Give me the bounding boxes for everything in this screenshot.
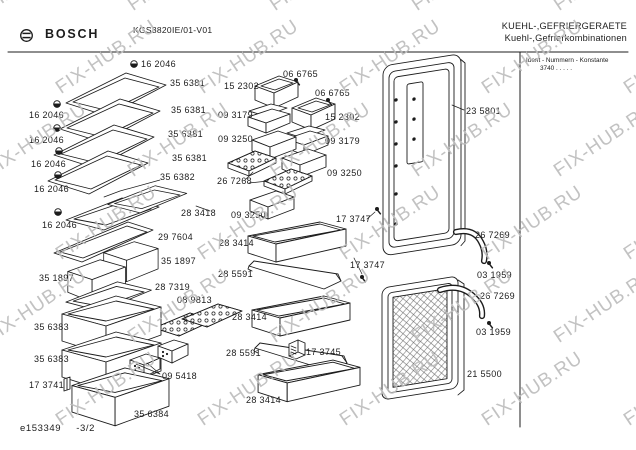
part-number-label: 09 3179 [218,110,253,120]
part-number-label: 28 3418 [181,208,216,218]
part-number-label: 06 6765 [315,88,350,98]
crisper-drawers-drawing [61,241,243,427]
part-number-label: 26 7269 [480,291,515,301]
door-bins-drawing [227,75,382,403]
leader-lines [103,104,465,375]
part-number-label: 35 6382 [160,172,195,182]
part-number-label: 35 6383 [34,322,69,332]
part-number-label: 35 1897 [161,256,196,266]
part-number-label: 09 3250 [327,168,362,178]
door-handle-icons [436,228,488,320]
part-number-label: 16 2046 [42,220,77,230]
part-number-label: 09 3250 [218,134,253,144]
part-number-label: 35 1897 [39,273,74,283]
part-number-label: 16 2046 [34,184,69,194]
part-number-label: 21 5500 [467,369,502,379]
document-number: e153349 [20,423,62,434]
page-number: -3/2 [76,423,95,434]
part-number-label: 16 2046 [141,59,176,69]
part-number-label: 35 6381 [168,129,203,139]
part-number-label: 28 7319 [155,282,190,292]
category-title: KUEHL-,GEFRIERGERAETE [501,21,627,31]
part-number-label: 28 3414 [246,395,281,405]
part-number-label: 17 3745 [306,347,341,357]
header-rule [7,51,629,428]
part-number-label: 26 7269 [475,230,510,240]
part-number-label: 26 7268 [217,176,252,186]
ident-value: 3740 . . . . . [540,65,572,72]
part-number-label: 28 3414 [219,238,254,248]
part-number-label: 09 3179 [325,136,360,146]
bosch-logo-icon [19,28,34,48]
part-number-label: 28 5591 [226,348,261,358]
part-number-label: 06 6765 [283,69,318,79]
part-number-label: 09 3250 [231,210,266,220]
part-number-label: 23 5801 [466,106,501,116]
part-number-label: 29 7604 [158,232,193,242]
part-number-label: 35 6381 [172,153,207,163]
part-number-label: 35 6381 [171,105,206,115]
brand-name: BOSCH [45,27,100,41]
part-number-label: 15 2302 [325,112,360,122]
part-number-label: 03 1959 [477,270,512,280]
part-number-label: 35 6383 [34,354,69,364]
part-number-label: 16 2046 [29,110,64,120]
part-number-label: 15 2302 [224,81,259,91]
part-number-label: 35 6381 [170,78,205,88]
fridge-door-drawing [382,54,466,256]
category-subtitle: Kuehl-,Gefrierkombinationen [504,32,627,43]
part-number-label: 16 2046 [29,135,64,145]
part-number-label: 28 5591 [218,269,253,279]
part-number-label: 28 3414 [232,312,267,322]
part-number-label: 16 2046 [31,159,66,169]
model-number: KGS3820IE/01-V01 [133,25,213,35]
part-number-label: 08 9813 [177,295,212,305]
part-number-label: 03 1959 [476,327,511,337]
ident-label: Ident - Nummern - Konstante [526,57,609,64]
part-number-label: 09 5418 [162,371,197,381]
part-number-label: 17 3741 [29,380,64,390]
box-173745-icon [288,339,306,360]
part-number-label: 35 6384 [134,409,169,419]
part-number-label: 17 3747 [350,260,385,270]
clip-173741-icon [63,376,71,392]
part-number-label: 17 3747 [336,214,371,224]
freezer-door-drawing [381,276,465,400]
